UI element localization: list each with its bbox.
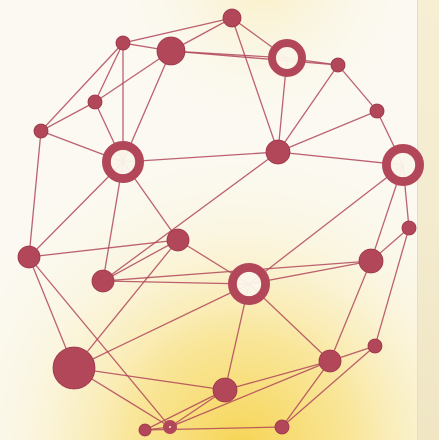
network-edge: [103, 240, 178, 281]
network-node: [53, 347, 95, 389]
network-node: [92, 270, 114, 292]
network-node: [368, 339, 382, 353]
network-edge: [338, 65, 377, 111]
nodes-layer: [18, 9, 420, 436]
network-node-ring: [166, 423, 174, 431]
network-edge: [74, 240, 178, 368]
network-edge: [29, 131, 41, 257]
network-node: [275, 420, 289, 434]
network-node: [139, 424, 151, 436]
network-node: [157, 37, 185, 65]
network-edge: [103, 281, 249, 284]
network-node: [266, 140, 290, 164]
network-edge: [232, 18, 278, 152]
network-node: [116, 36, 130, 50]
network-edge: [375, 228, 409, 346]
network-node: [34, 124, 48, 138]
network-node-ring: [232, 267, 265, 300]
network-edge: [74, 284, 249, 368]
network-edge: [330, 261, 371, 361]
network-edge: [29, 240, 178, 257]
network-node-ring: [386, 148, 419, 181]
network-node: [18, 246, 40, 268]
network-node-ring: [106, 145, 139, 178]
network-edge: [123, 152, 278, 162]
network-node: [88, 95, 102, 109]
network-node: [319, 350, 341, 372]
network-edge: [171, 51, 338, 65]
network-node: [370, 104, 384, 118]
network-node: [167, 229, 189, 251]
network-node: [402, 221, 416, 235]
network-edge: [145, 390, 225, 430]
network-node: [223, 9, 241, 27]
network-node-ring: [272, 43, 302, 73]
network-node: [213, 378, 237, 402]
network-edge: [41, 43, 123, 131]
network-edge: [225, 361, 330, 390]
network-edge: [74, 368, 225, 390]
network-node: [359, 249, 383, 273]
network-node: [331, 58, 345, 72]
network-edge: [41, 102, 95, 131]
